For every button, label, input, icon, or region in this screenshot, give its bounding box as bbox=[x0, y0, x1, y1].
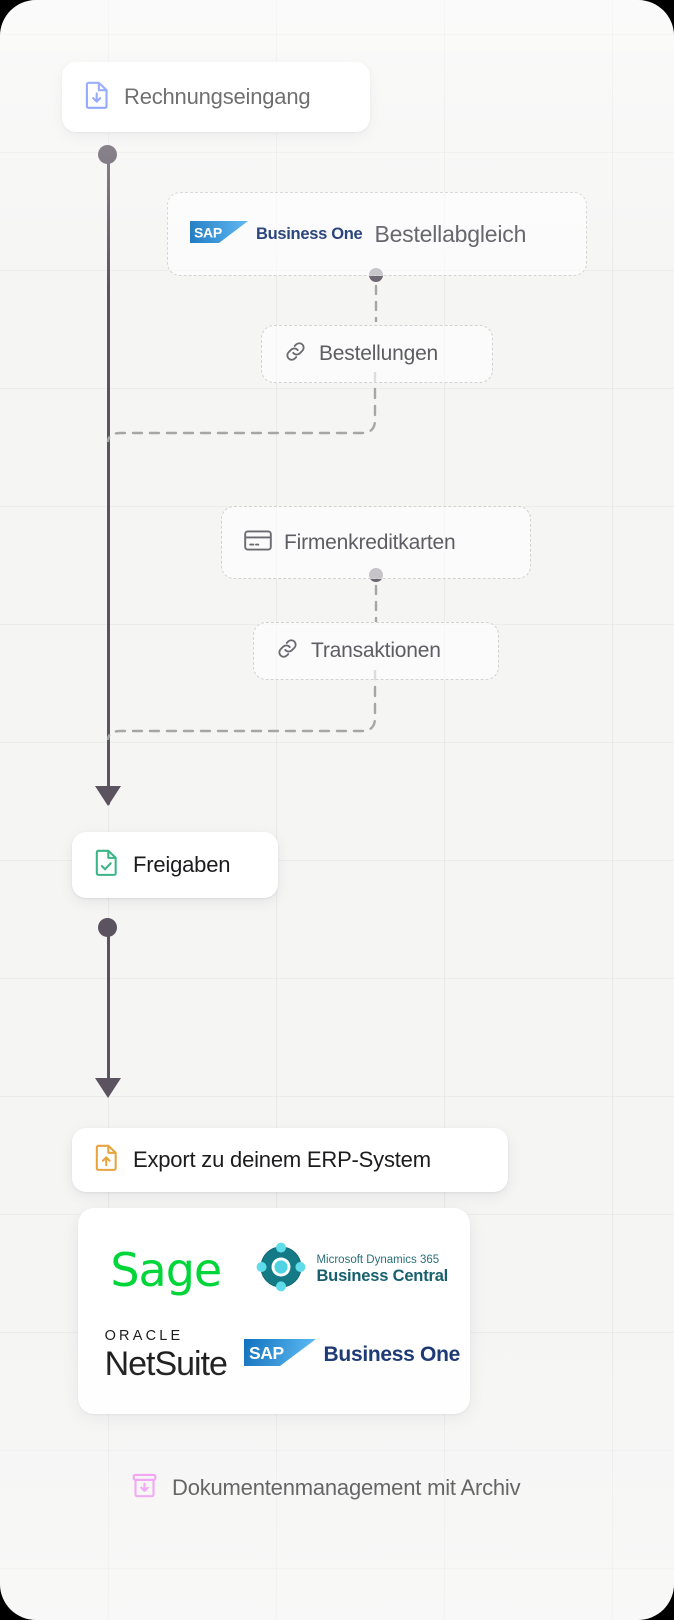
spine-dot-freigaben bbox=[98, 918, 117, 937]
sap-logo-mark: SAP bbox=[243, 1338, 316, 1371]
node-freigaben[interactable]: Freigaben bbox=[72, 832, 278, 898]
sap-logo-text: Business One bbox=[256, 224, 363, 243]
sap-logo-text: Business One bbox=[323, 1342, 461, 1366]
node-label: Export zu deinem ERP-System bbox=[133, 1147, 431, 1172]
archive-download-icon bbox=[131, 1472, 158, 1504]
branch-bestellungen[interactable]: Bestellungen bbox=[261, 325, 493, 383]
link-icon bbox=[284, 340, 307, 368]
footer-label: Dokumentenmanagement mit Archiv bbox=[172, 1475, 521, 1500]
logo-dynamics-business-central: Microsoft Dynamics 365 Business Central bbox=[255, 1241, 448, 1298]
node-label: Freigaben bbox=[133, 852, 231, 877]
branch-label: Bestellabgleich bbox=[374, 220, 527, 247]
netsuite-line1: ORACLE bbox=[104, 1328, 184, 1345]
spine-arrow-freigaben bbox=[95, 786, 121, 806]
dynamics-icon bbox=[255, 1241, 307, 1298]
spine-dot-top bbox=[98, 145, 117, 164]
footer-dokumentenmanagement[interactable]: Dokumentenmanagement mit Archiv bbox=[131, 1472, 521, 1504]
node-rechnungseingang[interactable]: Rechnungseingang bbox=[62, 62, 370, 132]
logo-sap-business-one: SAP Business One bbox=[243, 1338, 461, 1371]
logo-sage: Sage bbox=[110, 1242, 222, 1297]
dynamics-line1: Microsoft Dynamics 365 bbox=[316, 1253, 440, 1266]
credit-card-icon bbox=[244, 529, 272, 557]
document-check-icon bbox=[94, 848, 120, 882]
link-icon bbox=[276, 637, 299, 665]
sage-wordmark: Sage bbox=[110, 1242, 222, 1297]
spine-arrow-export bbox=[95, 1078, 121, 1098]
branch-bestellabgleich[interactable]: SAP Business One Bestellabgleich bbox=[167, 192, 587, 276]
sap-logo-mark: SAP bbox=[190, 220, 248, 248]
branch-transaktionen[interactable]: Transaktionen bbox=[253, 622, 499, 680]
logo-oracle-netsuite: ORACLE NetSuite bbox=[104, 1328, 228, 1383]
node-label: Rechnungseingang bbox=[124, 84, 311, 109]
dynamics-line2: Business Central bbox=[316, 1267, 449, 1285]
branch-label: Transaktionen bbox=[311, 639, 441, 662]
branch-label: Bestellungen bbox=[319, 342, 439, 365]
spine-main-lower bbox=[106, 925, 110, 1095]
node-export[interactable]: Export zu deinem ERP-System bbox=[72, 1128, 508, 1192]
document-upload-icon bbox=[94, 1143, 120, 1177]
branch-firmenkreditkarten[interactable]: Firmenkreditkarten bbox=[221, 506, 531, 579]
erp-logo-panel: Sage M bbox=[78, 1208, 470, 1414]
document-download-icon bbox=[84, 80, 111, 115]
branch-label: Firmenkreditkarten bbox=[284, 530, 456, 554]
svg-text:SAP: SAP bbox=[194, 224, 222, 240]
sap-business-one-logo: SAP Business One bbox=[190, 220, 363, 248]
connector-transaktionen bbox=[100, 670, 390, 740]
netsuite-line2: NetSuite bbox=[104, 1344, 228, 1383]
svg-text:SAP: SAP bbox=[249, 1343, 285, 1363]
